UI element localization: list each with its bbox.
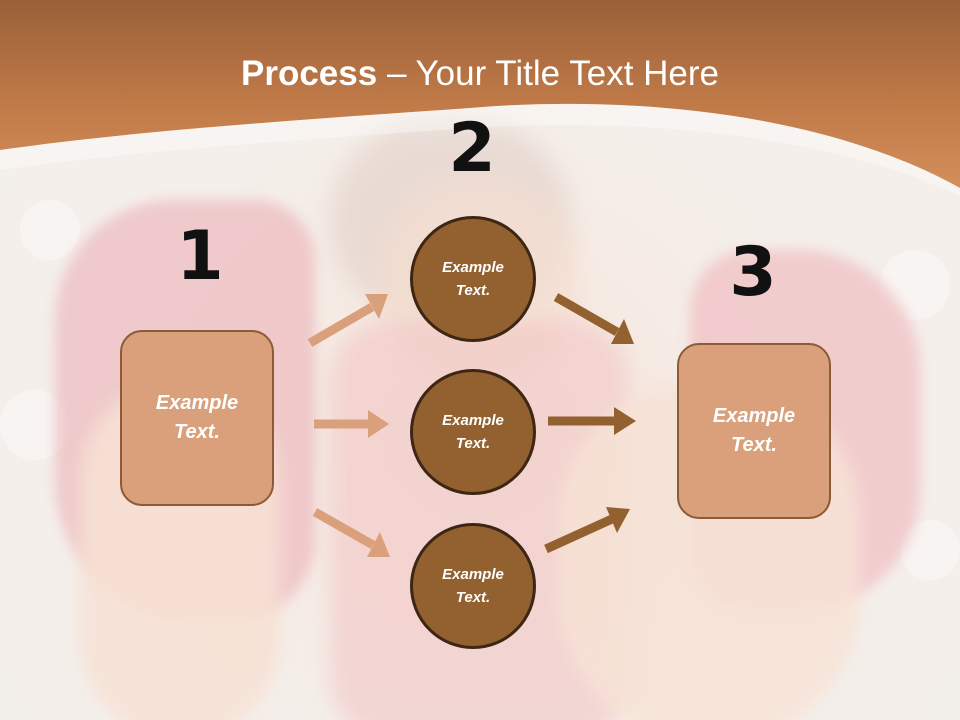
arrow-head bbox=[606, 507, 630, 533]
step-2-circle-middle: Example Text. bbox=[410, 369, 536, 495]
bokeh-light bbox=[20, 200, 80, 260]
step-2-text: Example Text. bbox=[442, 412, 504, 452]
arrow-head bbox=[614, 407, 636, 435]
arrow-head bbox=[365, 294, 388, 319]
arrow-shaft bbox=[544, 514, 614, 554]
step-3-text: Example Text. bbox=[712, 405, 796, 456]
arrow-shaft bbox=[553, 293, 620, 336]
step-number-2: 2 bbox=[448, 109, 496, 188]
step-2-text: Example Text. bbox=[442, 566, 504, 606]
step-1-box: Example Text. bbox=[120, 330, 274, 506]
header-band bbox=[0, 0, 960, 196]
step-number-3: 3 bbox=[729, 233, 777, 312]
step-1-text: Example Text. bbox=[155, 392, 239, 443]
arrow-head bbox=[611, 319, 634, 344]
step-2-circle-top: Example Text. bbox=[410, 216, 536, 342]
arrow-shaft bbox=[307, 303, 375, 347]
title-rest: – Your Title Text Here bbox=[377, 54, 719, 93]
slide-title: Process – Your Title Text Here bbox=[0, 52, 960, 96]
step-2-text: Example Text. bbox=[442, 259, 504, 299]
step-number-1: 1 bbox=[176, 217, 224, 296]
arrow-shaft bbox=[312, 508, 376, 549]
title-bold: Process bbox=[241, 54, 378, 93]
arrow-head bbox=[367, 532, 390, 557]
arrow-head bbox=[368, 410, 389, 438]
step-3-box: Example Text. bbox=[677, 343, 831, 519]
step-2-circle-bottom: Example Text. bbox=[410, 523, 536, 649]
